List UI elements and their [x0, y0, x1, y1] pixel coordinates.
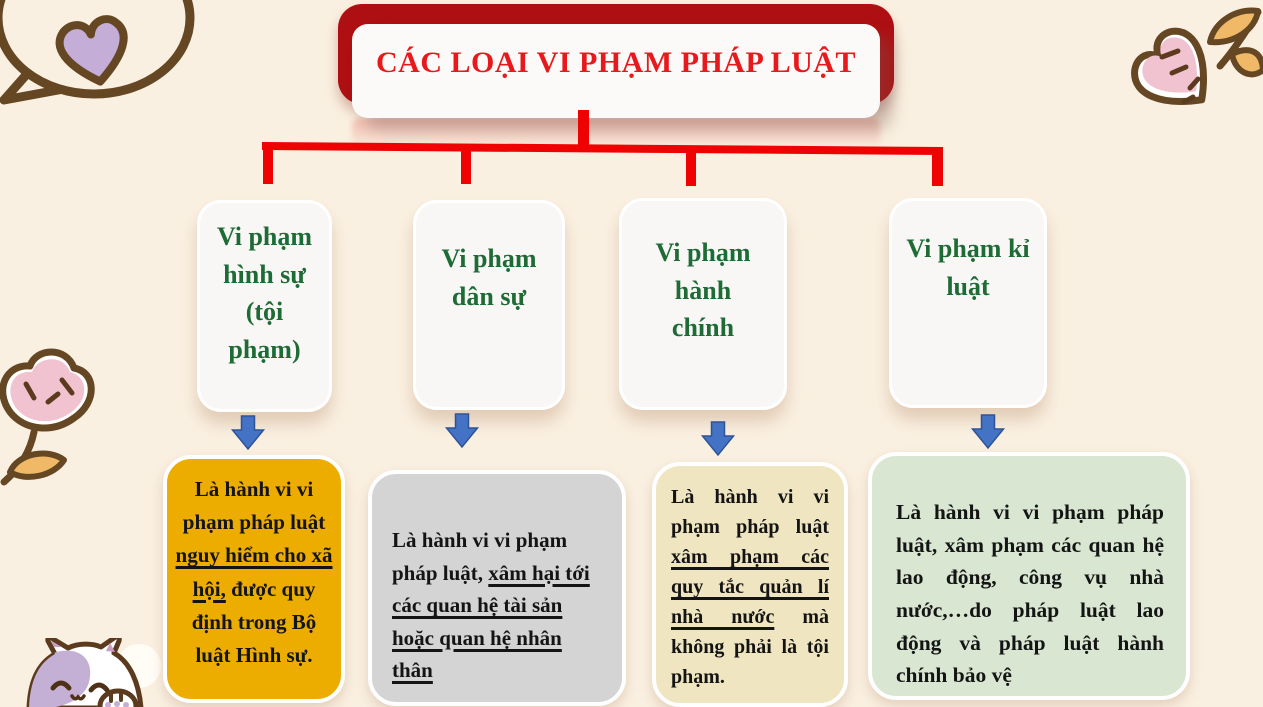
category-label: Vi phạm hình sự (tội phạm) — [216, 222, 313, 365]
description-text: Là hành vi vi phạm pháp luật, — [392, 528, 568, 585]
category-box-hanh-chinh: Vi phạm hành chính — [619, 198, 787, 410]
description-underlined-text: xâm phạm các quy tắc quản lí nhà nước — [671, 546, 829, 628]
down-arrow-icon — [230, 415, 266, 451]
down-arrow-icon — [700, 421, 736, 457]
description-underlined-text: nguy hiểm cho xã hội, — [175, 543, 333, 601]
down-arrow-icon — [970, 414, 1006, 450]
category-box-hinh-su: Vi phạm hình sự (tội phạm) — [197, 200, 332, 412]
description-box-hanh-chinh: Là hành vi vi phạm pháp luật xâm phạm cá… — [652, 462, 848, 707]
category-label: Vi phạm dân sự — [441, 244, 537, 311]
slide-title: CÁC LOẠI VI PHẠM PHÁP LUẬT — [376, 46, 856, 79]
description-box-hinh-su: Là hành vi vi phạm pháp luật nguy hiểm c… — [163, 455, 345, 703]
description-box-ki-luat: Là hành vi vi phạm pháp luật, xâm phạm c… — [868, 452, 1190, 700]
description-text: Là hành vi vi phạm pháp luật — [671, 486, 829, 538]
category-box-ki-luat: Vi phạm kỉ luật — [889, 198, 1047, 408]
category-box-dan-su: Vi phạm dân sự — [413, 200, 565, 410]
description-underlined-text: xâm hại tới các quan hệ tài sản hoặc qua… — [392, 560, 590, 683]
description-box-dan-su: Là hành vi vi phạm pháp luật, xâm hại tớ… — [368, 470, 626, 706]
title-banner: CÁC LOẠI VI PHẠM PHÁP LUẬT — [352, 24, 880, 118]
description-text: mà không phải là tội phạm. — [671, 606, 829, 688]
description-text: Là hành vi vi phạm pháp luật, xâm phạm c… — [896, 500, 1164, 688]
down-arrow-icon — [444, 413, 480, 449]
description-text: Là hành vi vi phạm pháp luật — [182, 477, 326, 535]
category-label: Vi phạm kỉ luật — [906, 234, 1030, 301]
description-text: được quy định trong Bộ luật Hình sự. — [191, 576, 317, 667]
category-label: Vi phạm hành chính — [655, 238, 751, 343]
